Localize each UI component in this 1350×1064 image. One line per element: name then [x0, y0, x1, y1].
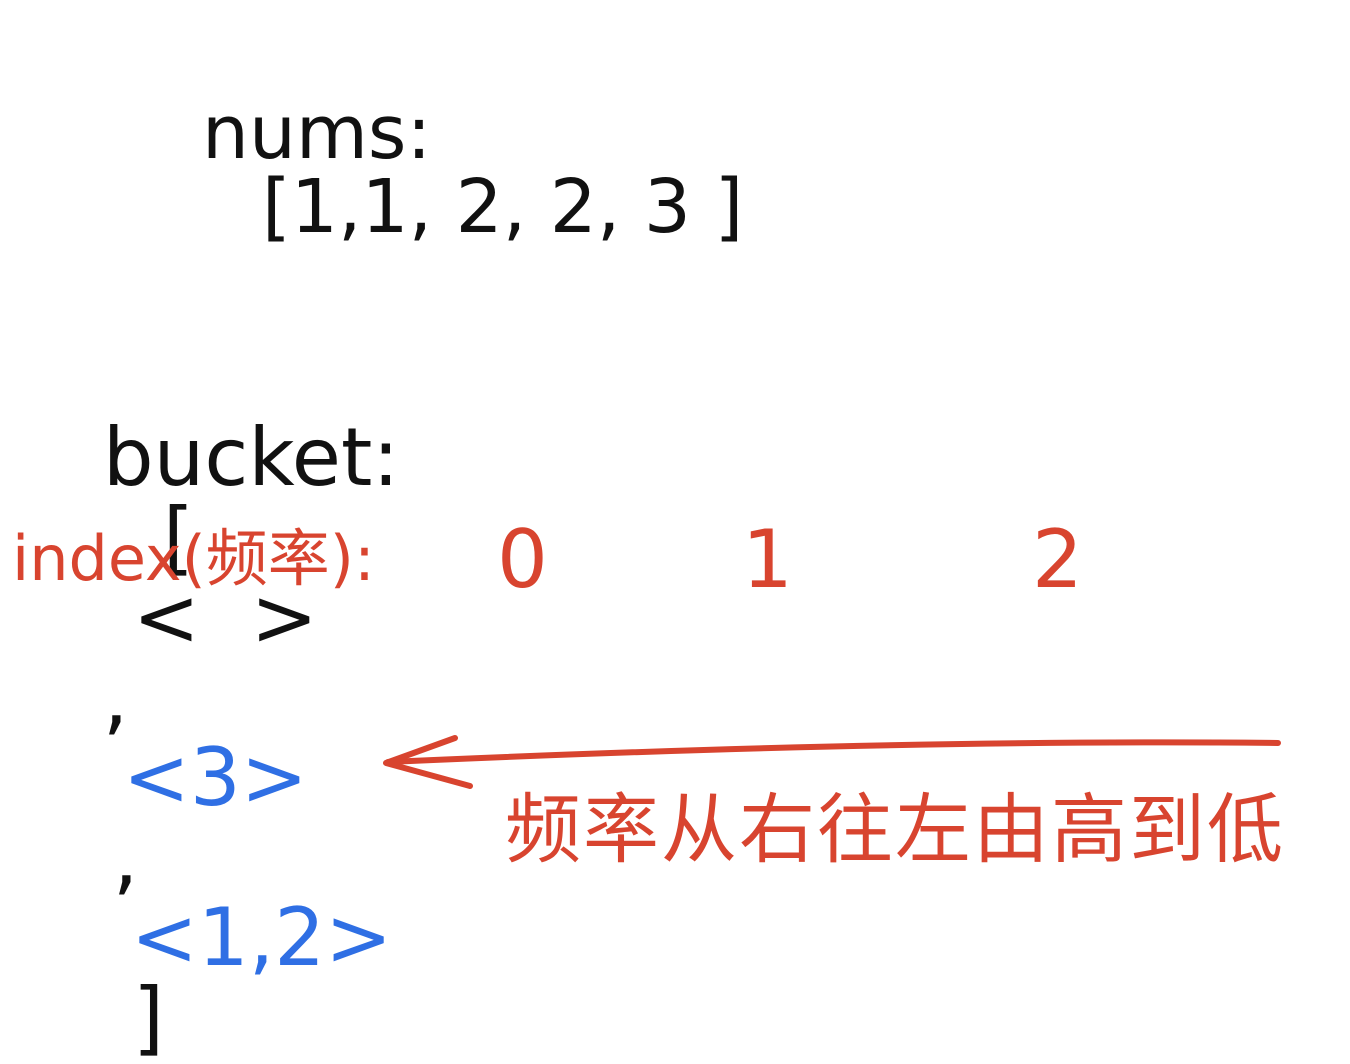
arrow-shaft	[385, 739, 1281, 765]
arrow-head	[383, 735, 473, 789]
nums-values: [1,1, 2, 2, 3 ]	[262, 164, 744, 250]
index-value-1: 1	[742, 513, 793, 606]
bucket-label: bucket:	[102, 411, 400, 504]
index-value-0: 0	[497, 513, 548, 606]
bucket-slot-empty: < >	[132, 571, 318, 664]
nums-label: nums:	[202, 90, 432, 176]
bucket-slot-1: <3>	[122, 731, 308, 824]
bucket-close-bracket: ]	[132, 971, 165, 1064]
bucket-open-bracket: [	[162, 491, 195, 584]
nums-row: nums: [1,1, 2, 2, 3 ]	[155, 22, 743, 244]
direction-arrow	[383, 735, 1281, 789]
index-row: index(频率): 0 1 2	[12, 520, 1212, 618]
bucket-comma-2: ,	[112, 811, 139, 904]
caption: 频率从右往左由高到低	[505, 785, 1285, 874]
index-label: index(频率):	[12, 522, 375, 595]
index-value-2: 2	[1032, 513, 1083, 606]
bucket-comma-1: ,	[102, 651, 129, 744]
